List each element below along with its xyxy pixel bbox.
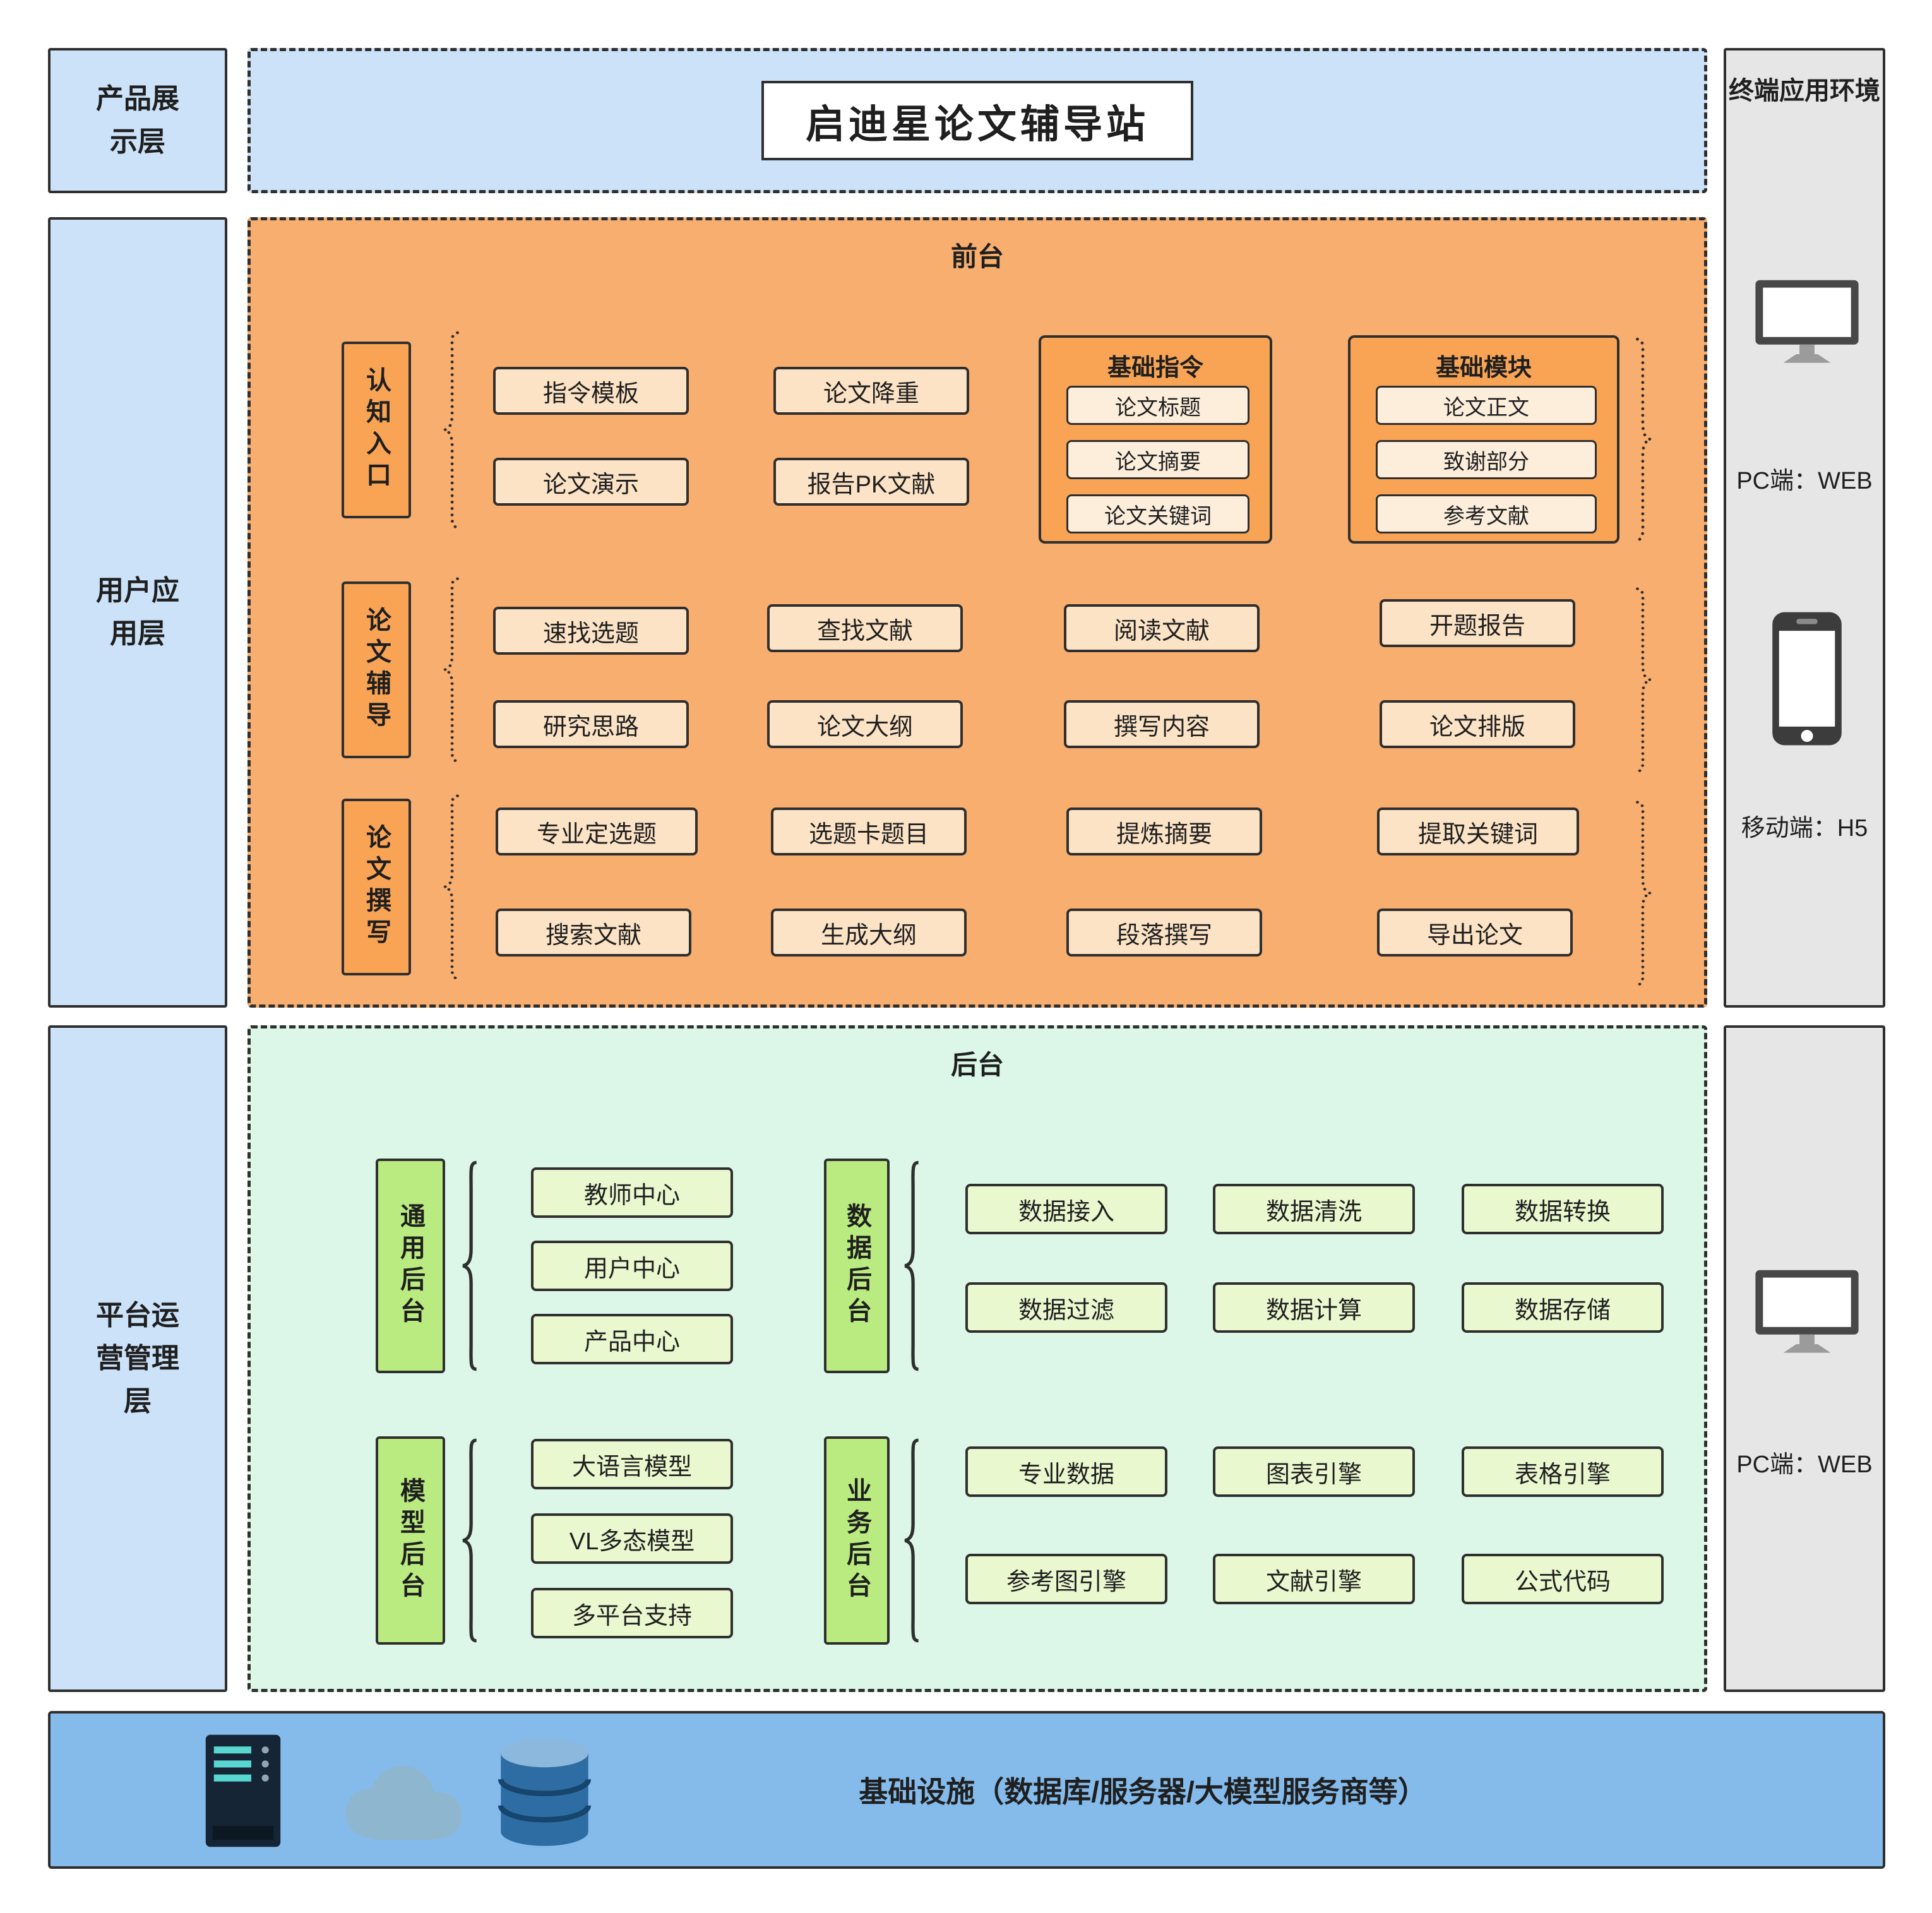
group-item: 论文标题 — [1066, 386, 1249, 425]
front-box: 开题报告 — [1380, 599, 1575, 647]
brace-icon — [462, 1160, 477, 1371]
back-box: 专业数据 — [965, 1446, 1167, 1497]
server-icon — [205, 1734, 281, 1847]
front-section: 前台 认知入口 指令模板 论文演示 论文降重 报告PK文献 基础指令 论文标题 … — [247, 217, 1707, 1008]
back-group3-label: 模型后台 — [376, 1436, 445, 1645]
back-box: 大语言模型 — [531, 1439, 733, 1489]
back-box: 数据清洗 — [1213, 1184, 1415, 1234]
layer-product-display-label: 产品展示层 — [96, 83, 179, 157]
terminal-mobile-h5-label: 移动端：H5 — [1741, 815, 1868, 842]
infrastructure-label: 基础设施（数据库/服务器/大模型服务商等） — [859, 1775, 1427, 1808]
back-section: 后台 通用后台 教师中心 用户中心 产品中心 数据后台 数据接入 数据清洗 数据… — [247, 1025, 1707, 1692]
monitor-icon — [1755, 1270, 1859, 1353]
front-section-title: 前台 — [950, 242, 1004, 271]
layer-user-application: 用户应用层 — [48, 217, 227, 1008]
cloud-icon — [345, 1766, 462, 1840]
page-title: 启迪星论文辅导站 — [761, 81, 1193, 160]
front-box: 论文降重 — [773, 367, 969, 415]
layer-platform-ops: 平台运营管理层 — [48, 1025, 227, 1692]
back-box: 图表引擎 — [1213, 1446, 1415, 1497]
front-box: 指令模板 — [493, 367, 689, 415]
front-box: 专业定选题 — [496, 808, 698, 855]
group-item: 论文关键词 — [1066, 494, 1249, 533]
monitor-icon — [1755, 280, 1859, 363]
back-box: 用户中心 — [531, 1241, 733, 1291]
back-box: 数据计算 — [1213, 1282, 1415, 1333]
back-box: 数据过滤 — [965, 1282, 1167, 1333]
back-box: 参考图引擎 — [965, 1554, 1167, 1604]
group-item: 论文摘要 — [1066, 440, 1249, 479]
terminal-pc-web-label: PC端：WEB — [1736, 468, 1873, 494]
back-group1-label: 通用后台 — [376, 1159, 445, 1373]
terminal-environment-panel: 终端应用环境 PC端：WEB 移动端：H5 — [1724, 48, 1885, 1008]
infrastructure-bar: 基础设施（数据库/服务器/大模型服务商等） — [48, 1711, 1885, 1869]
dotted-brace-left-icon — [443, 794, 460, 980]
layer-platform-ops-label: 平台运营管理层 — [96, 1299, 179, 1417]
front-box: 速找选题 — [493, 607, 689, 655]
terminal-pc-web2-label: PC端：WEB — [1736, 1451, 1873, 1478]
smartphone-icon — [1772, 612, 1842, 746]
back-group4-label: 业务后台 — [824, 1436, 890, 1645]
front-box: 导出论文 — [1377, 909, 1573, 956]
front-box: 段落撰写 — [1066, 909, 1262, 956]
front-box: 论文大纲 — [767, 700, 963, 748]
dotted-brace-right-icon — [1635, 337, 1652, 542]
back-box: 公式代码 — [1462, 1554, 1664, 1604]
front-box: 生成大纲 — [771, 909, 967, 956]
back-box: 教师中心 — [531, 1167, 733, 1218]
terminal-panel-title: 终端应用环境 — [1729, 77, 1880, 105]
back-box: 表格引擎 — [1462, 1446, 1664, 1497]
layer-product-display: 产品展示层 — [48, 48, 227, 193]
back-section-title: 后台 — [950, 1050, 1004, 1080]
terminal-environment-panel-bottom: PC端：WEB — [1724, 1025, 1885, 1692]
layer-user-application-label: 用户应用层 — [96, 575, 179, 649]
dotted-brace-left-icon — [443, 331, 460, 529]
group-title: 基础指令 — [1107, 355, 1203, 381]
back-box: 多平台支持 — [531, 1588, 733, 1638]
dotted-brace-left-icon — [443, 577, 460, 763]
back-box: VL多态模型 — [531, 1513, 733, 1564]
database-icon — [498, 1739, 592, 1846]
group-basic-commands: 基础指令 论文标题 论文摘要 论文关键词 — [1039, 335, 1272, 544]
back-box: 文献引擎 — [1213, 1554, 1415, 1604]
back-box: 数据接入 — [965, 1184, 1167, 1234]
front-row2-label: 论文辅导 — [342, 581, 411, 758]
back-box: 产品中心 — [531, 1314, 733, 1364]
front-box: 报告PK文献 — [773, 458, 969, 506]
front-box: 提炼摘要 — [1066, 808, 1262, 855]
front-box: 选题卡题目 — [771, 808, 967, 855]
brace-icon — [904, 1160, 919, 1371]
back-box: 数据存储 — [1462, 1282, 1664, 1333]
front-box: 论文排版 — [1380, 700, 1575, 748]
product-title-strip: 启迪星论文辅导站 — [247, 48, 1707, 193]
front-box: 研究思路 — [493, 700, 689, 748]
front-box: 提取关键词 — [1377, 808, 1579, 855]
brace-icon — [462, 1438, 477, 1643]
group-item: 致谢部分 — [1376, 440, 1597, 479]
group-item: 论文正文 — [1376, 386, 1597, 425]
front-row1-label: 认知入口 — [342, 342, 411, 518]
front-box: 查找文献 — [767, 604, 963, 652]
front-box: 论文演示 — [493, 458, 689, 506]
group-basic-modules: 基础模块 论文正文 致谢部分 参考文献 — [1348, 335, 1619, 544]
front-box: 撰写内容 — [1064, 700, 1260, 748]
front-box: 阅读文献 — [1064, 604, 1260, 652]
back-box: 数据转换 — [1462, 1184, 1664, 1234]
front-box: 搜索文献 — [496, 909, 691, 956]
dotted-brace-right-icon — [1635, 587, 1652, 773]
brace-icon — [904, 1438, 919, 1643]
group-item: 参考文献 — [1376, 494, 1597, 533]
back-group2-label: 数据后台 — [824, 1159, 890, 1373]
group-title: 基础模块 — [1435, 355, 1532, 381]
front-row3-label: 论文撰写 — [342, 799, 411, 975]
dotted-brace-right-icon — [1635, 801, 1652, 986]
